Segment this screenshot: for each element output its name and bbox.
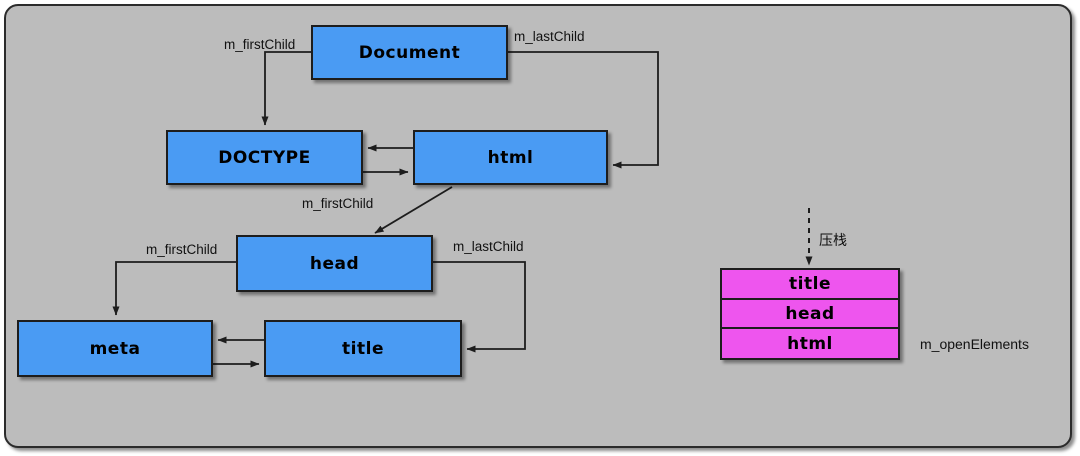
label-head-first-child: m_firstChild	[146, 242, 218, 257]
node-doctype-label: DOCTYPE	[218, 147, 311, 168]
label-document-last-child: m_lastChild	[514, 29, 585, 44]
open-elements-stack[interactable]: title head html	[720, 268, 900, 360]
node-head-label: head	[309, 253, 360, 274]
node-html[interactable]: html	[413, 130, 608, 185]
node-head[interactable]: head	[236, 235, 433, 292]
node-html-label: html	[487, 147, 534, 168]
stack-row-label: title	[789, 274, 831, 294]
diagram-frame	[4, 4, 1072, 448]
label-push-stack: 压栈	[819, 233, 847, 249]
node-meta-label: meta	[89, 338, 141, 359]
node-meta[interactable]: meta	[17, 320, 213, 377]
stack-row[interactable]: head	[722, 300, 898, 329]
stack-row-label: head	[785, 303, 835, 324]
node-title[interactable]: title	[264, 320, 462, 377]
label-open-elements: m_openElements	[920, 336, 1029, 352]
stack-row-label: html	[787, 333, 833, 354]
node-title-label: title	[342, 338, 384, 359]
stack-row[interactable]: title	[722, 270, 898, 300]
label-document-first-child: m_firstChild	[224, 37, 296, 52]
label-html-first-child: m_firstChild	[302, 196, 374, 211]
node-document-label: Document	[358, 42, 461, 63]
stack-row[interactable]: html	[722, 329, 898, 358]
label-head-last-child: m_lastChild	[453, 239, 524, 254]
node-document[interactable]: Document	[311, 25, 508, 80]
node-doctype[interactable]: DOCTYPE	[166, 130, 363, 185]
